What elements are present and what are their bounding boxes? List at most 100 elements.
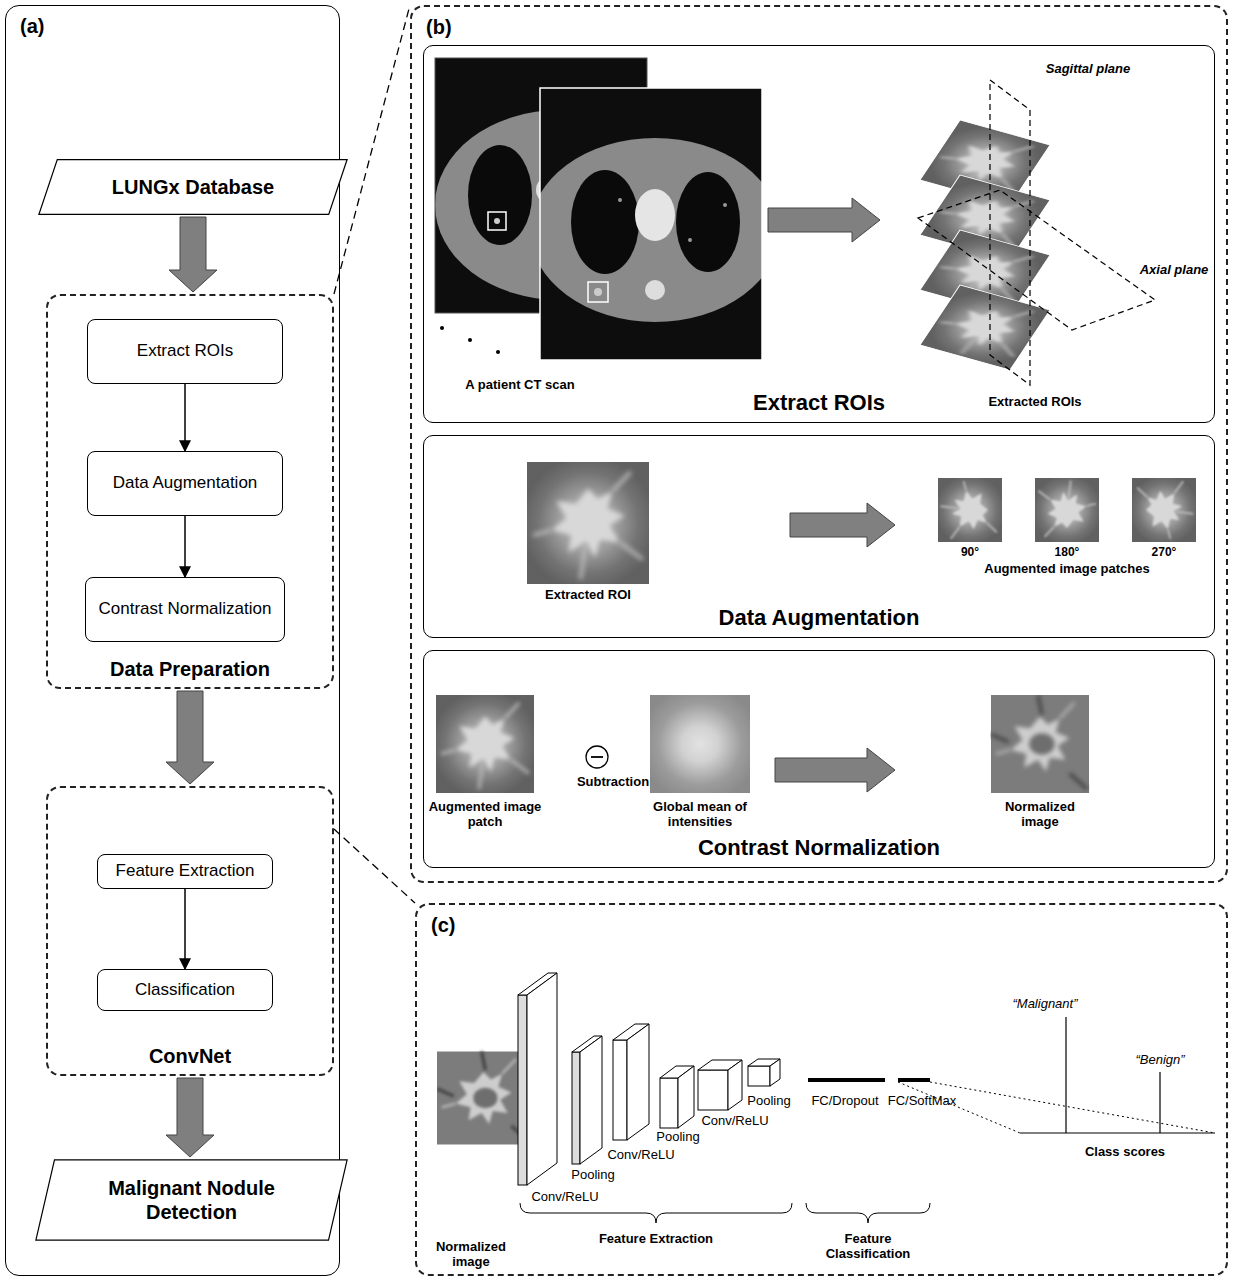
brace (520, 1203, 792, 1223)
panel-frame: (b) Extract ROIsData AugmentationContrast… (410, 5, 1228, 883)
score-axis (1020, 1133, 1215, 1134)
figure-shape (723, 203, 727, 207)
ellipsis-dot (468, 338, 472, 342)
process-box: Feature Extraction (97, 854, 273, 889)
process-box: Data Augmentation (87, 451, 283, 516)
parallelogram-outline (34, 1159, 349, 1241)
layer-block (518, 973, 780, 1185)
block-arrow (768, 198, 880, 242)
panel-title: (a) (20, 14, 44, 38)
block-arrow (166, 1078, 214, 1157)
figure-shape (1132, 478, 1196, 542)
figure-shape (613, 1040, 627, 1140)
figure-shape (572, 1052, 580, 1164)
normalized-patch (437, 1052, 530, 1145)
figure-shape (676, 172, 740, 272)
axial-plane (918, 190, 1155, 330)
box-label: Malignant Nodule Detection (77, 1176, 307, 1224)
roi-patch (436, 695, 534, 793)
annotation-label: Pooling (739, 1094, 799, 1109)
annotation-label: Normalized image (990, 800, 1090, 830)
annotation-label: Axial plane (1134, 263, 1214, 278)
process-box: Extract ROIs (87, 319, 283, 384)
step-panel: Contrast Normalization (423, 650, 1215, 868)
figure-shape (678, 1066, 694, 1128)
panel-title: (b) (426, 15, 452, 39)
figure-shape (660, 1078, 678, 1128)
annotation-label: Conv/ReLU (690, 1114, 780, 1129)
projection-line (930, 1082, 1215, 1133)
figure-shape (540, 138, 762, 322)
figure-shape (770, 1059, 780, 1086)
annotation-label: Normalized image (426, 1240, 516, 1270)
flow-arrow (184, 516, 186, 577)
box-label: Feature Extraction (116, 861, 255, 881)
panel-title: (c) (431, 913, 455, 937)
annotation-label: Conv/ReLU (596, 1148, 686, 1163)
io-parallelogram: LUNGx Database (37, 159, 349, 215)
annotation-label: FC/SoftMax (882, 1094, 962, 1109)
parallelogram-outline (39, 160, 347, 215)
mean-image (650, 695, 750, 793)
block-arrow (775, 748, 895, 792)
figure-shape (518, 995, 527, 1185)
annotation-label: Extracted ROIs (965, 395, 1105, 410)
box-label: Contrast Normalization (99, 599, 272, 619)
process-box: Contrast Normalization (85, 577, 286, 642)
zoom-line (334, 5, 410, 294)
flow-arrow (184, 889, 186, 969)
figure-shape (618, 198, 622, 202)
parallelogram-outline (36, 1160, 347, 1240)
normalized-patch (991, 695, 1089, 793)
step-panel: Data Augmentation (423, 435, 1215, 638)
annotation-label: 270° (1139, 546, 1189, 560)
rotated-patch (938, 478, 1002, 542)
figure-shape (580, 1036, 602, 1164)
figure-shape (748, 1066, 770, 1086)
block-arrow (166, 691, 214, 784)
sagittal-plane (990, 80, 1030, 385)
annotation-label: Pooling (643, 1130, 713, 1145)
figure-shape (627, 1024, 649, 1140)
annotation-label: Class scores (1065, 1145, 1185, 1160)
figure-shape (645, 280, 665, 300)
panel-title: ConvNet (149, 1044, 231, 1068)
ellipsis-dot (440, 326, 444, 330)
ellipsis-dot (496, 350, 500, 354)
panel-title: Extract ROIs (753, 390, 885, 416)
panel-title: Contrast Normalization (698, 835, 940, 861)
box-label: Extract ROIs (137, 341, 233, 361)
figure-shape (488, 212, 506, 230)
figure-shape (571, 170, 639, 274)
rotated-patch (1035, 478, 1099, 542)
figure-shape (938, 478, 1002, 542)
annotation-label: “Benign” (1120, 1053, 1200, 1068)
rotated-patch (1132, 478, 1196, 542)
figure-shape (588, 282, 608, 302)
block-arrow (169, 217, 217, 292)
score-bar (1065, 1017, 1066, 1133)
figure-shape (698, 1070, 728, 1110)
box-label: Classification (135, 980, 235, 1000)
figure-shape (594, 288, 602, 296)
panel-frame: (c) (415, 903, 1228, 1276)
panel-title: Data Augmentation (719, 605, 920, 631)
io-parallelogram: Malignant Nodule Detection (34, 1159, 349, 1241)
group-box: ConvNet Feature ExtractionClassification (46, 786, 334, 1076)
box-label: Data Augmentation (113, 473, 258, 493)
block-arrow (790, 503, 895, 547)
figure-shape (920, 285, 1050, 370)
figure-shape (635, 189, 675, 241)
process-box: Classification (97, 969, 273, 1011)
annotation-label: Subtraction (563, 775, 663, 790)
figure-shape (527, 973, 557, 1185)
ct-slice-frame (540, 88, 762, 360)
step-panel: Extract ROIs (423, 45, 1215, 423)
fc-layer (808, 1078, 885, 1082)
brace (806, 1203, 930, 1223)
figure-shape (468, 145, 532, 245)
ct-slice (540, 88, 762, 360)
figure-shape (437, 1052, 530, 1145)
figure-shape (494, 218, 500, 224)
minus-symbol (586, 746, 608, 768)
